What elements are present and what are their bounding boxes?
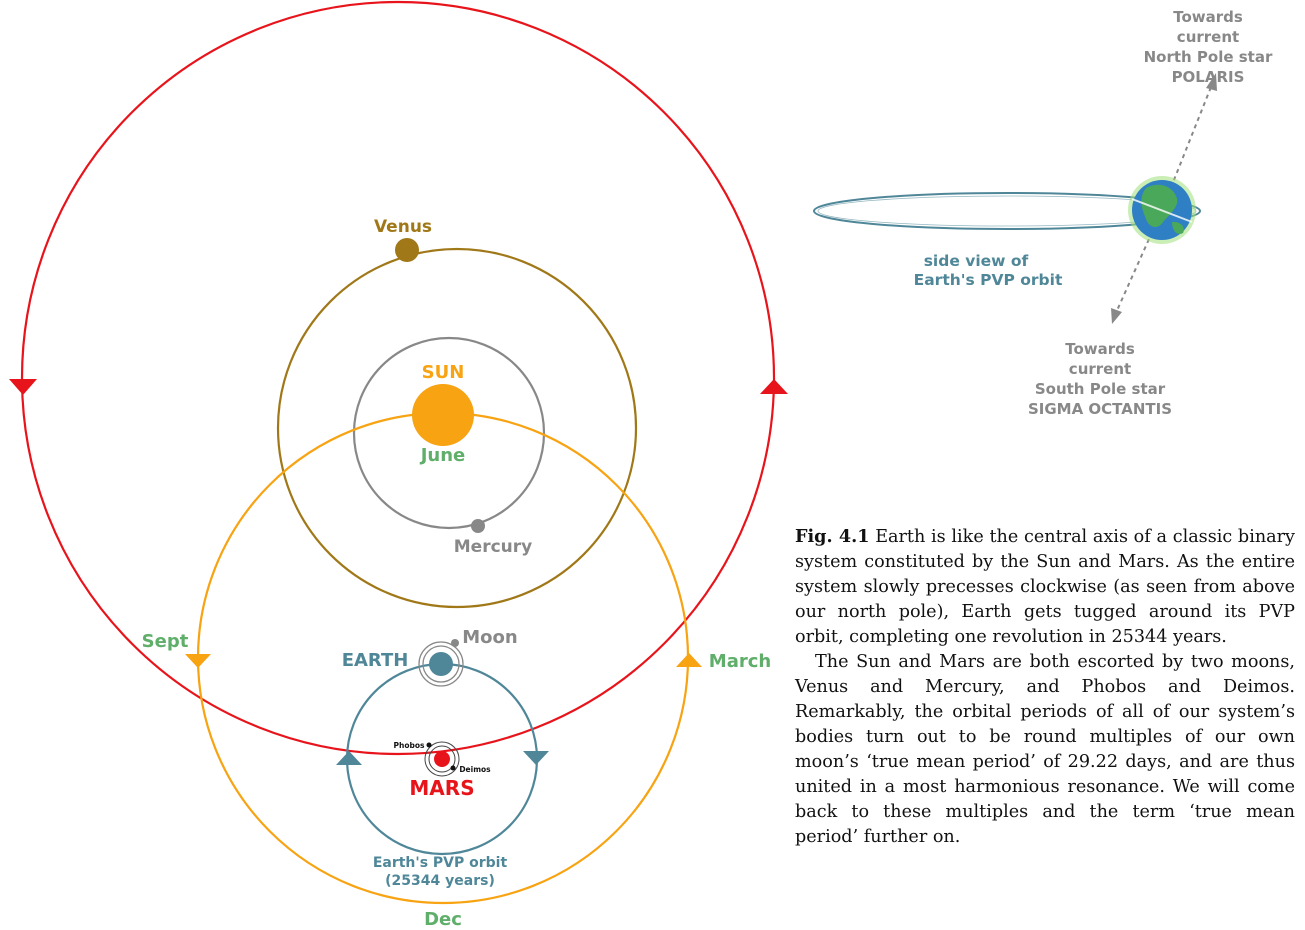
earth-globe-land [1141, 184, 1178, 228]
north-label-line1: Towards [1173, 8, 1243, 26]
venus-planet [395, 238, 419, 262]
earth-moon-orbit-outer [418, 641, 464, 687]
deimos-body [450, 765, 456, 771]
north-label-line3: North Pole star [1144, 48, 1273, 66]
south-label-line1: Towards [1065, 340, 1135, 358]
caption-text-2: The Sun and Mars are both escorted by tw… [795, 652, 1295, 847]
deimos-label: Deimos [459, 765, 491, 774]
caption-text-1: Earth is like the central axis of a clas… [795, 527, 1295, 647]
side-view-orbit-ellipse [813, 192, 1201, 230]
south-label-line3: South Pole star [1035, 380, 1166, 398]
north-label-line4: POLARIS [1172, 68, 1245, 86]
phobos-label: Phobos [394, 741, 426, 750]
south-label-line4: SIGMA OCTANTIS [1028, 400, 1172, 418]
north-label-line2: current [1177, 28, 1239, 46]
phobos-body [426, 742, 432, 748]
sun-orbit-arrow-march [676, 653, 702, 667]
figure-number: Fig. 4.1 [795, 526, 870, 547]
mars-orbit-arrow-left [9, 379, 37, 395]
moon-body [451, 639, 459, 647]
axis-arrow-south [1111, 308, 1122, 324]
axis-arrow-north [1206, 73, 1217, 91]
dec-label: Dec [424, 909, 462, 930]
earth-globe-land-2 [1172, 221, 1184, 234]
moon-label: Moon [462, 627, 517, 648]
sun-label: SUN [422, 362, 465, 383]
sun-orbit-arrow-sept [185, 654, 211, 668]
mars-body [434, 751, 450, 767]
earth-axis-north [1161, 81, 1214, 211]
earth-label: EARTH [342, 650, 409, 671]
sun-body [412, 384, 474, 446]
june-label: June [419, 445, 466, 466]
south-label-line2: current [1069, 360, 1131, 378]
mars-moon-orbit-inner [428, 745, 456, 773]
mercury-planet [471, 519, 485, 533]
pvp-orbit-arrow-left [336, 751, 362, 765]
earth-body [429, 652, 453, 676]
mars-orbit-arrow-right [760, 379, 788, 394]
mercury-orbit-circle [352, 336, 546, 530]
figure-caption: Fig. 4.1 Earth is like the central axis … [795, 524, 1295, 850]
mercury-label: Mercury [454, 537, 532, 557]
pvp-orbit-arrow-right [523, 751, 549, 765]
earth-equator-band [1131, 198, 1193, 223]
caption-paragraph-1: Fig. 4.1 Earth is like the central axis … [795, 524, 1295, 650]
venus-label: Venus [374, 217, 432, 237]
side-view-label-line1: side view of [924, 252, 1029, 270]
earth-moon-orbit-inner [422, 645, 460, 683]
mars-label: MARS [409, 776, 474, 800]
sept-label: Sept [142, 631, 189, 652]
mars-orbit-circle [20, 0, 776, 756]
pvp-orbit-label-line2: (25344 years) [385, 873, 495, 889]
pvp-orbit-label-line1: Earth's PVP orbit [373, 855, 508, 871]
march-label: March [709, 651, 771, 672]
caption-paragraph-2: The Sun and Mars are both escorted by tw… [795, 650, 1295, 850]
side-view-orbit-inner [817, 195, 1197, 227]
mars-moon-orbit-outer [424, 741, 460, 777]
venus-orbit-circle [276, 247, 638, 609]
side-view-label-line2: Earth's PVP orbit [914, 271, 1063, 289]
